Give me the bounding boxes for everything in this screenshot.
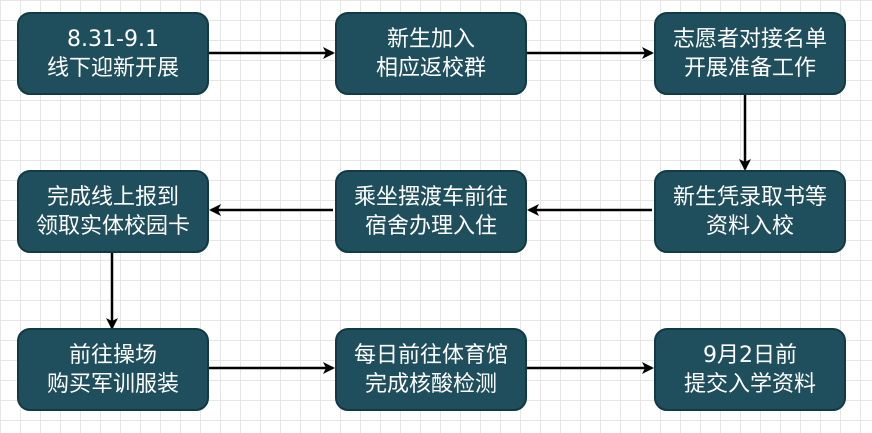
node-buy-uniform[interactable]: 前往操场 购买军训服装 [17, 328, 209, 411]
node-line: 9月2日前 [703, 342, 797, 368]
node-line: 线下迎新开展 [46, 55, 179, 81]
node-online-registration[interactable]: 完成线上报到 领取实体校园卡 [17, 170, 209, 253]
node-dorm-checkin[interactable]: 乘坐摆渡车前往 宿舍办理入住 [335, 170, 527, 253]
node-line: 购买军训服装 [46, 371, 179, 397]
node-volunteer-prep[interactable]: 志愿者对接名单 开展准备工作 [654, 12, 846, 95]
node-line: 领取实体校园卡 [35, 213, 190, 239]
node-line: 资料入校 [705, 213, 794, 239]
node-enter-campus[interactable]: 新生凭录取书等 资料入校 [654, 170, 846, 253]
node-submit-documents[interactable]: 9月2日前 提交入学资料 [654, 328, 846, 411]
node-line: 宿舍办理入住 [364, 213, 497, 239]
node-line: 新生凭录取书等 [672, 184, 827, 210]
node-line: 相应返校群 [375, 55, 486, 81]
node-nucleic-test[interactable]: 每日前往体育馆 完成核酸检测 [335, 328, 527, 411]
node-offline-welcome[interactable]: 8.31-9.1 线下迎新开展 [17, 12, 209, 95]
node-line: 8.31-9.1 [67, 26, 159, 52]
node-line: 志愿者对接名单 [672, 26, 827, 52]
node-line: 完成核酸检测 [364, 371, 497, 397]
node-line: 提交入学资料 [683, 371, 816, 397]
node-line: 完成线上报到 [46, 184, 179, 210]
node-line: 开展准备工作 [683, 55, 816, 81]
node-join-group[interactable]: 新生加入 相应返校群 [335, 12, 527, 95]
node-line: 前往操场 [68, 342, 157, 368]
node-line: 每日前往体育馆 [353, 342, 508, 368]
node-line: 新生加入 [386, 26, 475, 52]
node-line: 乘坐摆渡车前往 [353, 184, 508, 210]
